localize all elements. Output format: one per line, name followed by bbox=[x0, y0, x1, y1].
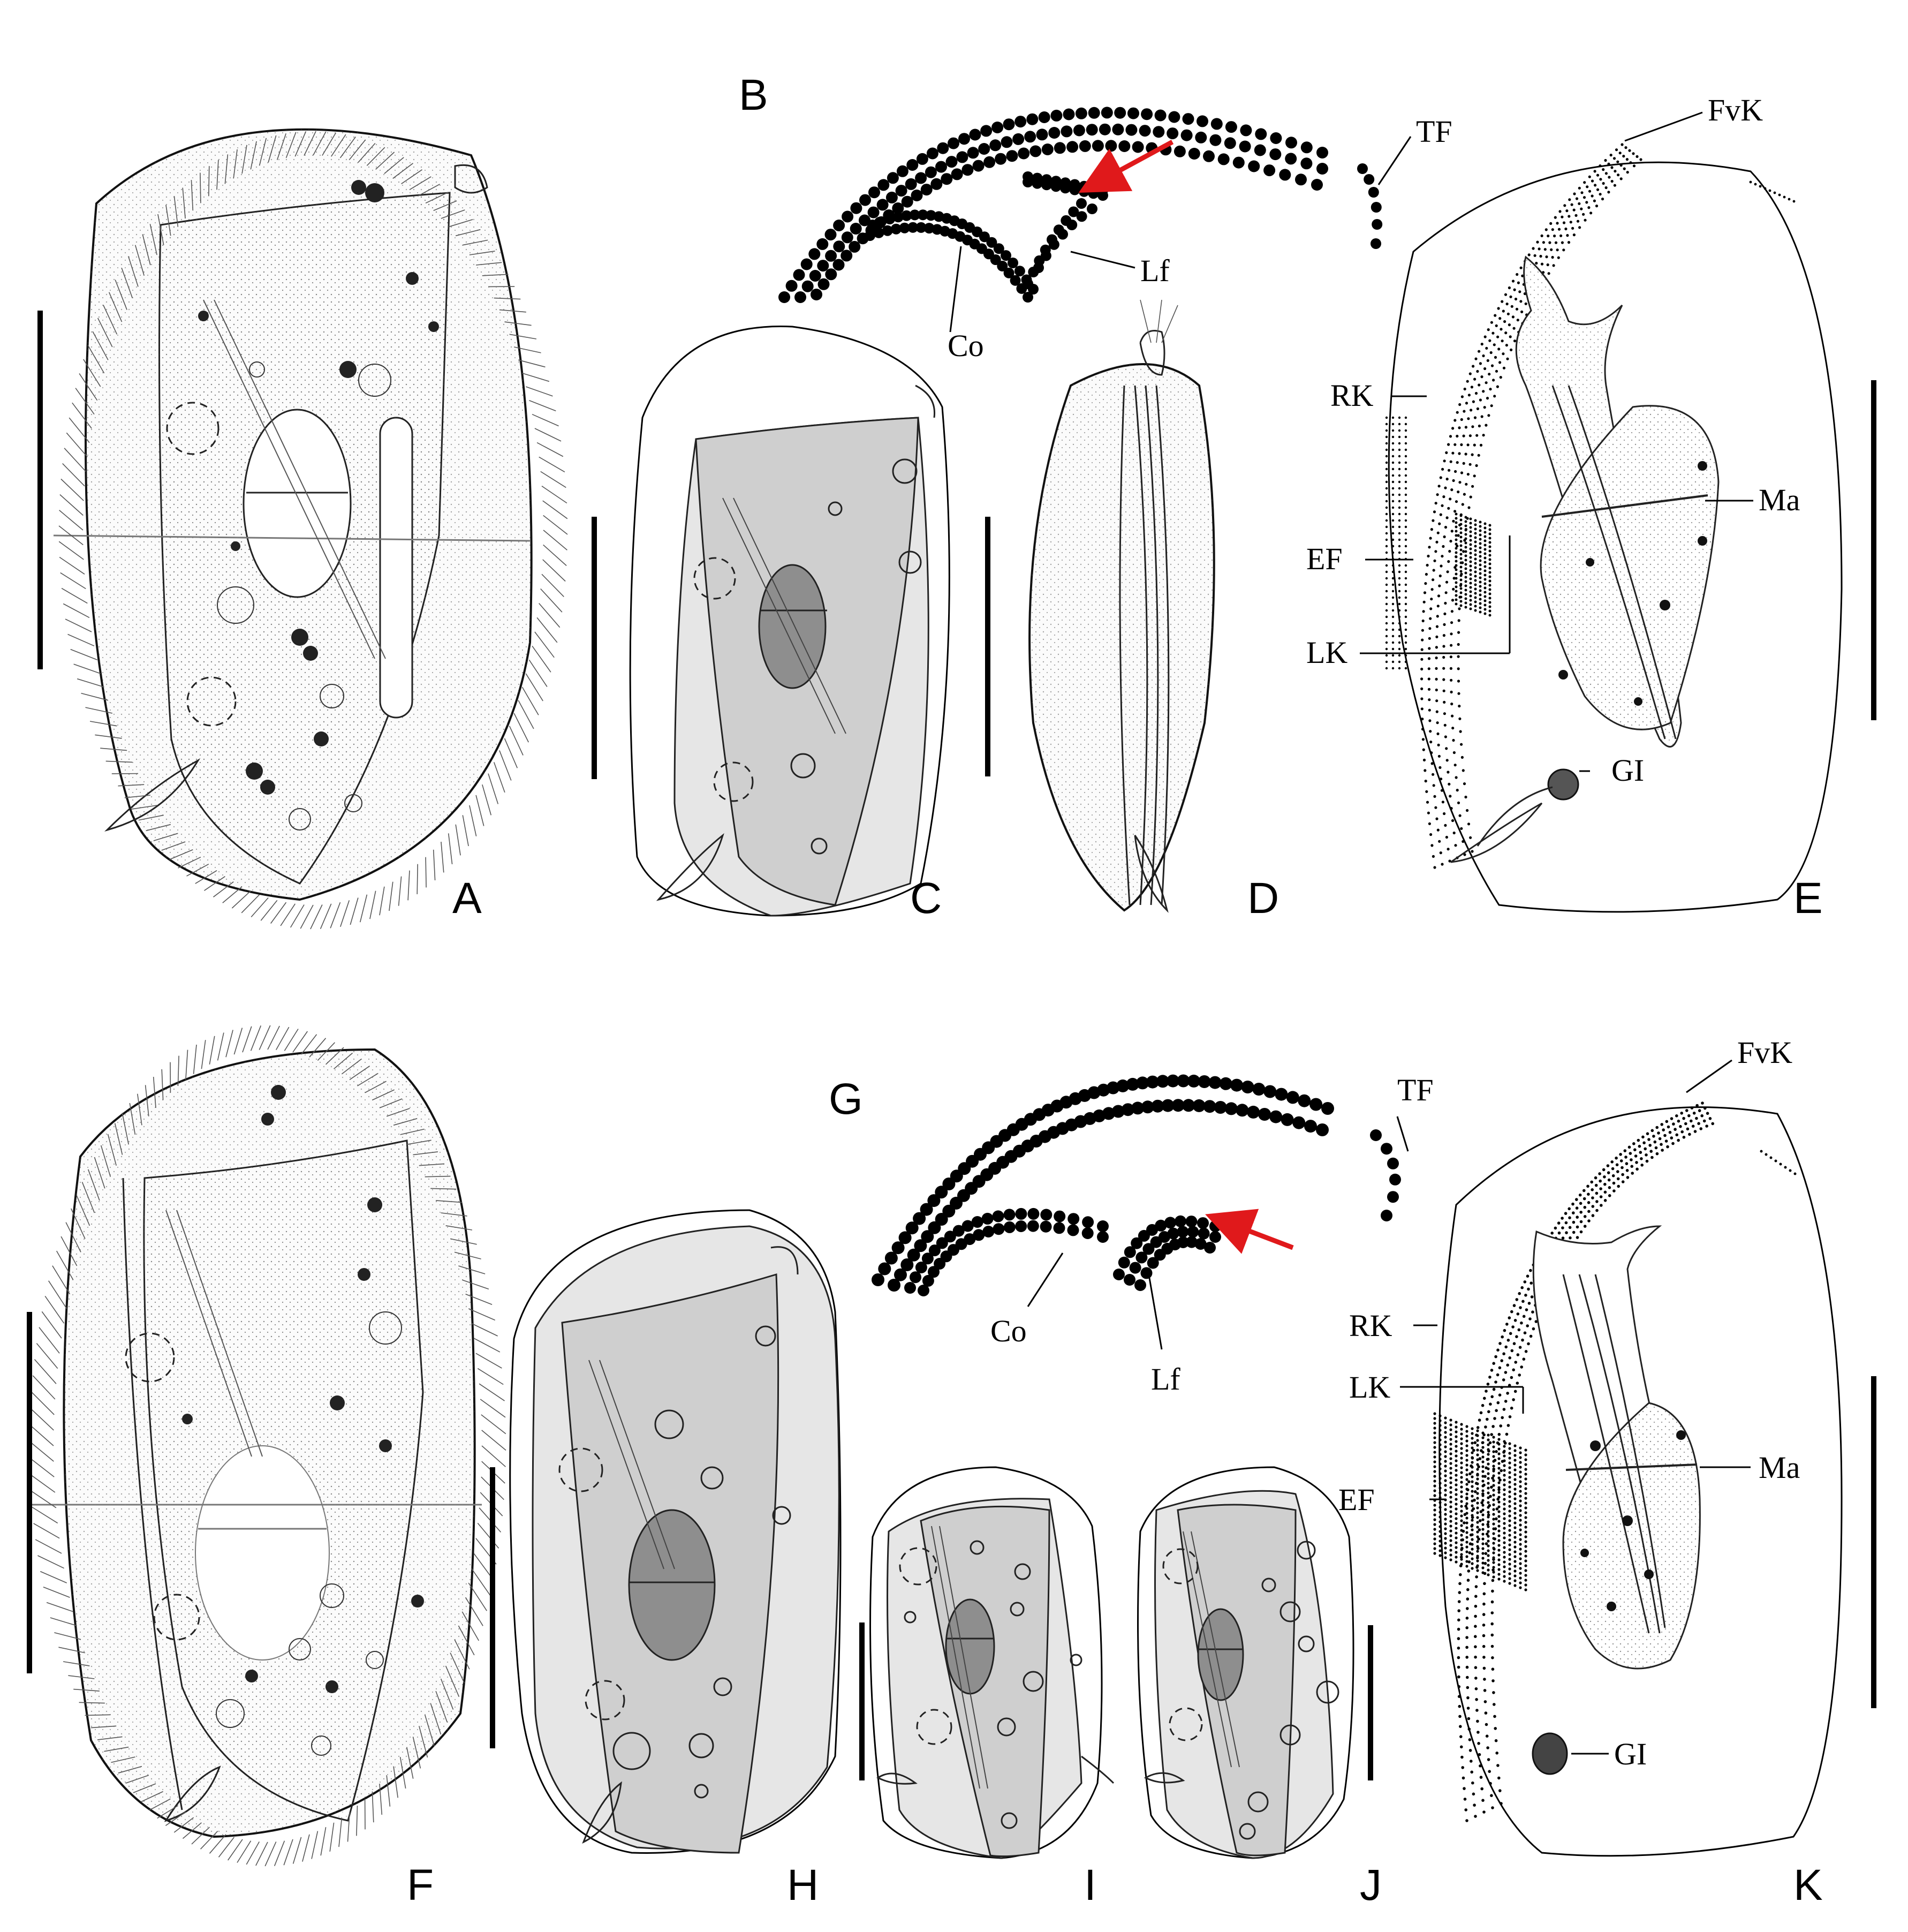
annotation-k-rk: RK bbox=[1349, 1308, 1392, 1343]
red-arrow-g-icon bbox=[1205, 1209, 1294, 1254]
panel-f-drawing bbox=[29, 1025, 506, 1867]
annotation-k-gi: GI bbox=[1614, 1737, 1647, 1771]
oral-kineties-b bbox=[778, 107, 1383, 303]
panel-label-g: G bbox=[829, 1075, 863, 1123]
panel-c-drawing bbox=[629, 325, 950, 917]
annotation-b-lf: Lf bbox=[1140, 253, 1170, 288]
somatic-kineties-k bbox=[1433, 1101, 1797, 1822]
annotation-k-lk: LK bbox=[1349, 1370, 1390, 1405]
panel-label-j: J bbox=[1360, 1861, 1382, 1910]
panel-label-f: F bbox=[407, 1861, 434, 1910]
annotation-b-tf: TF bbox=[1416, 114, 1452, 149]
annotation-g-co: Co bbox=[990, 1314, 1027, 1348]
oral-kineties-g bbox=[872, 1074, 1401, 1296]
annotation-k-fvk: FvK bbox=[1737, 1035, 1792, 1070]
annotation-g-lf: Lf bbox=[1151, 1362, 1180, 1397]
panel-a-drawing bbox=[53, 128, 568, 930]
panel-k-drawing bbox=[1400, 1059, 1843, 1857]
panel-b-oral-diagram bbox=[778, 107, 1412, 333]
panel-j-drawing bbox=[1137, 1466, 1354, 1859]
panel-i-drawing bbox=[869, 1466, 1115, 1859]
annotation-k-ef: EF bbox=[1338, 1482, 1375, 1517]
panel-label-k: K bbox=[1793, 1861, 1823, 1910]
annotation-e-rk: RK bbox=[1330, 378, 1374, 413]
annotation-e-ef: EF bbox=[1306, 541, 1343, 576]
panel-label-e: E bbox=[1793, 874, 1823, 923]
panel-e-drawing bbox=[1360, 111, 1843, 913]
panel-h-drawing bbox=[509, 1209, 842, 1854]
annotation-e-gi: GI bbox=[1611, 753, 1644, 788]
panel-label-a: A bbox=[452, 874, 482, 923]
panel-label-b: B bbox=[739, 71, 768, 119]
red-arrow-b-icon bbox=[1078, 140, 1174, 193]
annotation-e-lk: LK bbox=[1306, 635, 1347, 670]
panel-label-h: H bbox=[787, 1861, 819, 1910]
annotation-b-co: Co bbox=[948, 328, 984, 363]
annotation-k-ma: Ma bbox=[1759, 1450, 1800, 1485]
panel-label-d: D bbox=[1247, 874, 1279, 923]
annotation-e-fvk: FvK bbox=[1708, 93, 1763, 127]
somatic-kineties-e bbox=[1385, 143, 1796, 869]
annotation-e-ma: Ma bbox=[1759, 482, 1800, 517]
annotation-g-tf: TF bbox=[1397, 1073, 1434, 1107]
panel-d-drawing bbox=[1028, 299, 1215, 913]
panel-label-c: C bbox=[910, 874, 942, 923]
panel-label-i: I bbox=[1084, 1861, 1096, 1910]
panel-g-oral-diagram bbox=[872, 1074, 1409, 1350]
